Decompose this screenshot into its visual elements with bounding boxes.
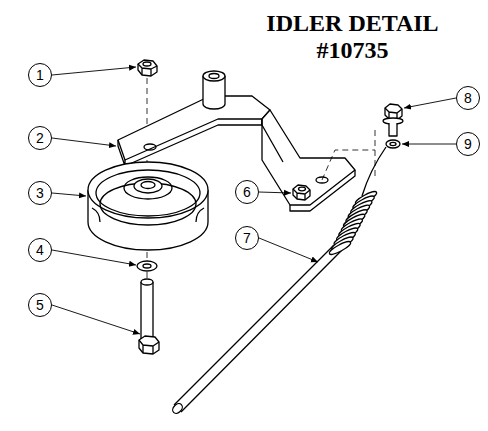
callout-number: 3 bbox=[36, 186, 44, 200]
spring-rod bbox=[171, 147, 386, 415]
flange-bolt bbox=[383, 104, 403, 136]
callout-number: 4 bbox=[36, 243, 44, 257]
callout-circle: 2 bbox=[28, 126, 52, 150]
nut bbox=[138, 60, 157, 76]
bolt bbox=[139, 279, 159, 354]
callout-number: 1 bbox=[36, 68, 44, 82]
leader-lines bbox=[52, 67, 456, 334]
callout-number: 8 bbox=[464, 91, 472, 105]
callout-number: 2 bbox=[36, 131, 44, 145]
spring-eye bbox=[386, 140, 400, 148]
callout-circle: 4 bbox=[28, 238, 52, 262]
callout-circle: 8 bbox=[456, 86, 480, 110]
idler-bracket bbox=[118, 71, 355, 211]
callout-circle: 6 bbox=[235, 180, 259, 204]
callout-circle: 5 bbox=[28, 293, 52, 317]
callout-number: 7 bbox=[243, 231, 251, 245]
title: IDLER DETAIL #10735 bbox=[240, 10, 465, 64]
callout-circle: 1 bbox=[28, 63, 52, 87]
callout-number: 9 bbox=[464, 137, 472, 151]
pulley bbox=[88, 162, 208, 250]
nut bbox=[293, 185, 310, 200]
callout-circle: 7 bbox=[235, 226, 259, 250]
callout-circle: 9 bbox=[456, 132, 480, 156]
callout-number: 6 bbox=[243, 185, 251, 199]
washer bbox=[137, 261, 157, 271]
callout-number: 5 bbox=[36, 298, 44, 312]
callout-circle: 3 bbox=[28, 181, 52, 205]
